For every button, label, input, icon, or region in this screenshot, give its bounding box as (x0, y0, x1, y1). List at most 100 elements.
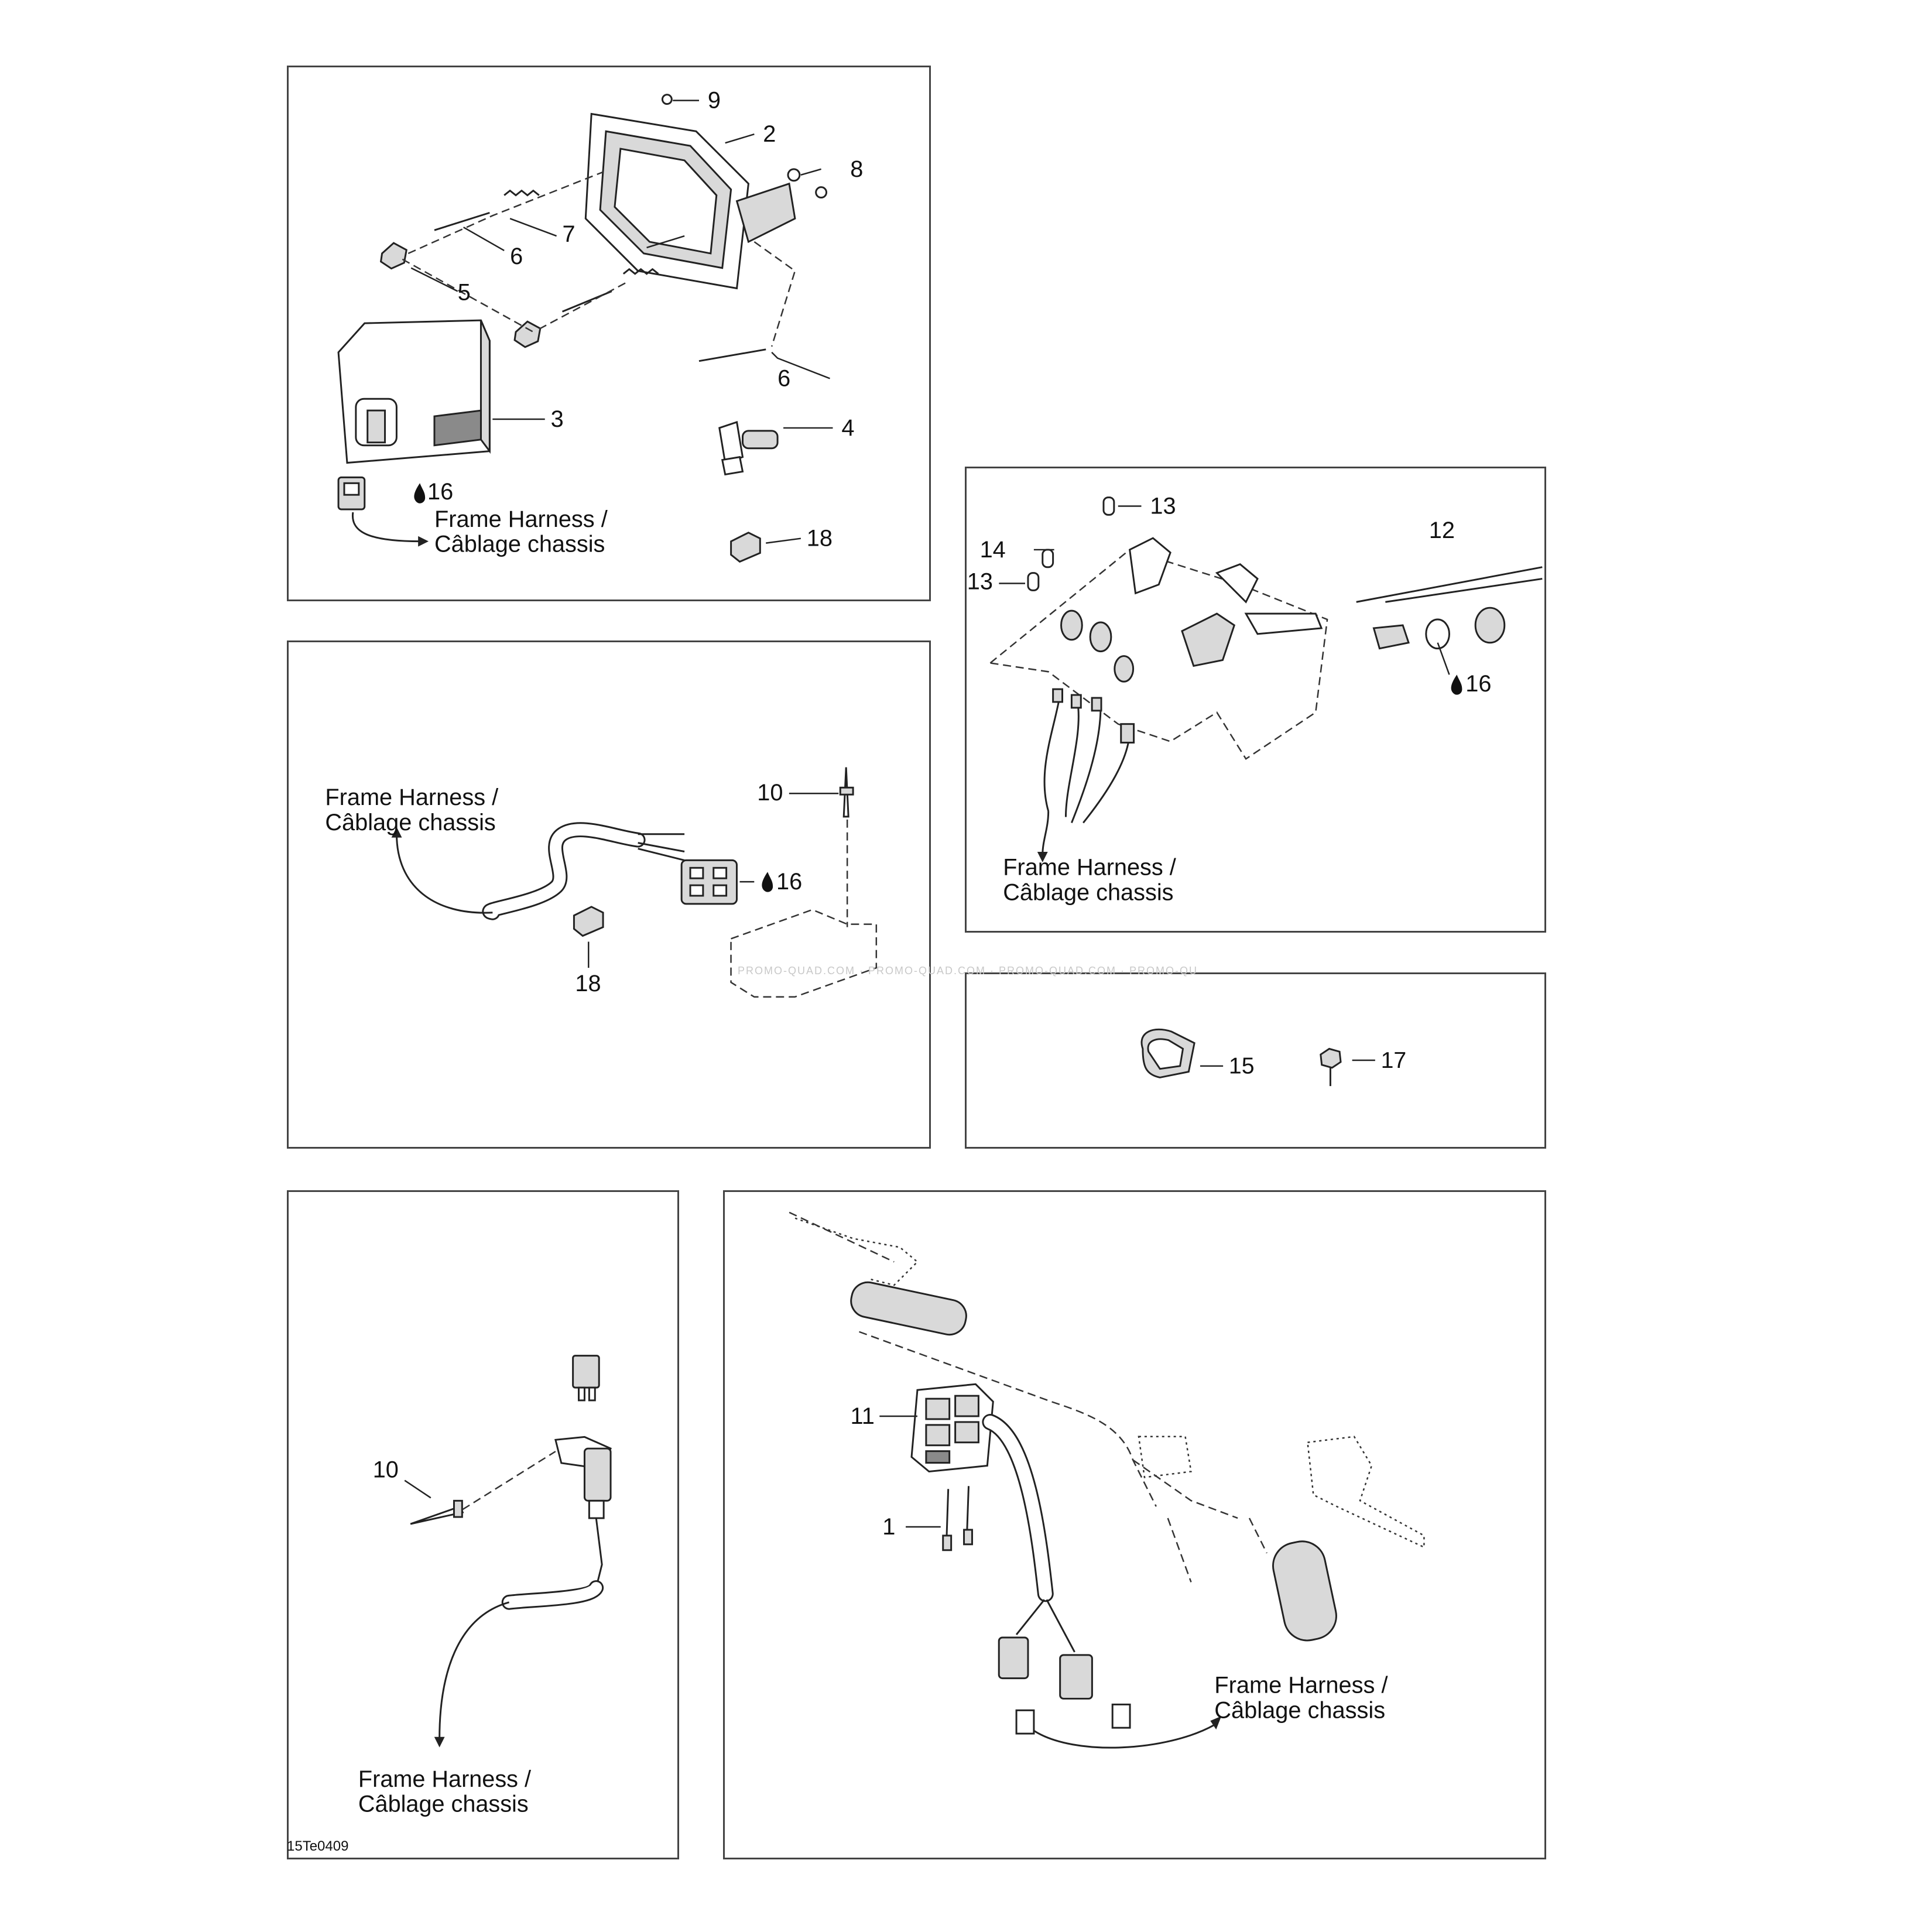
pin-part-upper (434, 211, 490, 231)
bulb-part-13-left (1027, 572, 1040, 591)
console-switch-panel: 13 12 14 13 16 Frame Harness / Câblage c… (965, 467, 1546, 933)
relay-fuse-panel: 10 Frame Harness / Câblage chassis (287, 1190, 679, 1859)
callout-8: 8 (850, 156, 863, 182)
callout-6-lower: 6 (777, 365, 790, 391)
callout-4: 4 (841, 415, 854, 441)
callout-2: 2 (763, 121, 776, 147)
multi-function-switch-part (910, 1383, 994, 1473)
bulb-part (718, 421, 779, 476)
callout-16: 16 (1465, 671, 1491, 697)
console-switch-drawing: 13 12 14 13 16 Frame Harness / Câblage c… (967, 493, 1543, 905)
adjuster-knob-part-upper (379, 242, 407, 270)
switch-wires (1015, 1599, 1075, 1653)
screw-parts (946, 1486, 970, 1542)
harness-arrow (351, 512, 420, 543)
watermark: PROMO-QUAD.COM · PROMO-QUAD.COM · PROMO-… (738, 965, 1198, 977)
right-lever-master-cylinder (1307, 1436, 1425, 1549)
bulb-part-13-top (1102, 496, 1115, 516)
callout-17: 17 (1381, 1048, 1407, 1073)
switch-bracket-lines (1356, 566, 1543, 603)
headlight-housing-part (584, 112, 796, 290)
harness-label-line1: Frame Harness / (434, 506, 608, 532)
harness-arrowhead (391, 827, 402, 838)
callout-12: 12 (1429, 518, 1455, 543)
washer-part-8a (787, 168, 801, 182)
bar-clamp (1138, 1436, 1192, 1478)
harness-wires (638, 833, 685, 861)
fuse-part (572, 1355, 600, 1402)
washer-part-8b (815, 186, 828, 199)
harness-connector-drawing: 10 16 18 Frame Harness / Câblage chassis (325, 767, 878, 998)
callout-13-top: 13 (1150, 493, 1176, 519)
callout-15: 15 (1229, 1054, 1255, 1079)
harness-label-line2: Câblage chassis (1003, 879, 1173, 905)
harness-label-line2: Câblage chassis (434, 532, 605, 557)
ignition-switch-part (1372, 607, 1506, 650)
harness-label-line2: Câblage chassis (358, 1791, 529, 1817)
assembly-lines (402, 171, 627, 333)
rivet-assembly-line (462, 1451, 556, 1510)
relay-fuse-drawing: 10 Frame Harness / Câblage chassis (358, 1355, 612, 1817)
right-grip (1272, 1540, 1337, 1642)
assembly-line-right (753, 241, 796, 347)
callout-7: 7 (563, 221, 576, 247)
callout-14: 14 (980, 537, 1006, 563)
push-rivet-part (1320, 1047, 1342, 1087)
drop-icon (762, 872, 773, 892)
hardware-panel: 15 17 (965, 972, 1546, 1149)
mounting-bracket-outline (730, 909, 878, 998)
fuse-holder-part (554, 1436, 612, 1519)
screw-head-2 (963, 1529, 973, 1546)
callout-1: 1 (882, 1514, 895, 1540)
harness-connector-part (680, 859, 738, 905)
fuse-wire (595, 1517, 603, 1588)
dielectric-grease-cap-part (573, 906, 604, 937)
callout-16: 16 (427, 479, 453, 505)
harness-label-line2: Câblage chassis (325, 810, 495, 835)
harness-label-line1: Frame Harness / (325, 785, 499, 810)
callout-11: 11 (851, 1403, 875, 1429)
headlight-assembly-panel: 9 2 8 7 6 5 6 3 4 16 18 Frame Harness / … (287, 66, 931, 601)
callout-10: 10 (373, 1457, 399, 1483)
harness-arrow (1042, 811, 1050, 855)
hardware-drawing: 15 17 (1140, 1029, 1407, 1087)
switch-cable (984, 1415, 1052, 1601)
rivet-head (839, 786, 854, 796)
callout-5: 5 (458, 279, 471, 305)
harness-connector-panel: 10 16 18 Frame Harness / Câblage chassis (287, 640, 931, 1149)
spring-part-upper (503, 189, 540, 197)
spring-part-lower (622, 268, 659, 275)
sealed-beam-part (337, 319, 491, 464)
bulb-part-14 (1042, 549, 1054, 568)
pin-part-lower (561, 290, 612, 313)
left-grip (850, 1281, 967, 1336)
handlebar-switch-drawing: 11 1 Frame Harness / Câblage chassis (789, 1211, 1425, 1749)
callout-13-left: 13 (967, 568, 993, 594)
adjuster-knob-part-lower (513, 320, 542, 348)
connector-part (337, 476, 366, 511)
callout-16: 16 (776, 869, 802, 895)
callout-10: 10 (757, 780, 783, 806)
fuse-cable (503, 1582, 602, 1608)
left-lever (794, 1217, 919, 1286)
console-body (988, 537, 1328, 760)
harness-label-line1: Frame Harness / (1214, 1672, 1388, 1698)
retainer-clip-inner (1147, 1038, 1184, 1070)
callout-18: 18 (807, 526, 833, 551)
callout-18: 18 (575, 971, 601, 996)
harness-arrowhead (1037, 852, 1048, 862)
handlebar-outline (789, 1211, 1268, 1582)
harness-arrowhead (434, 1736, 445, 1748)
harness-arrowhead (418, 536, 429, 547)
drop-icon (1451, 674, 1462, 695)
callout-6-upper: 6 (510, 244, 523, 269)
harness-arrow (439, 1601, 509, 1739)
harness-arrow (1033, 1724, 1215, 1749)
washer-part-9 (661, 94, 673, 105)
harness-arrow (396, 834, 493, 914)
switch-connectors (998, 1636, 1131, 1735)
callout-3: 3 (551, 406, 564, 432)
harness-arrowhead (1210, 1716, 1222, 1730)
callout-9: 9 (708, 88, 721, 114)
indicator-lights (1060, 609, 1135, 683)
